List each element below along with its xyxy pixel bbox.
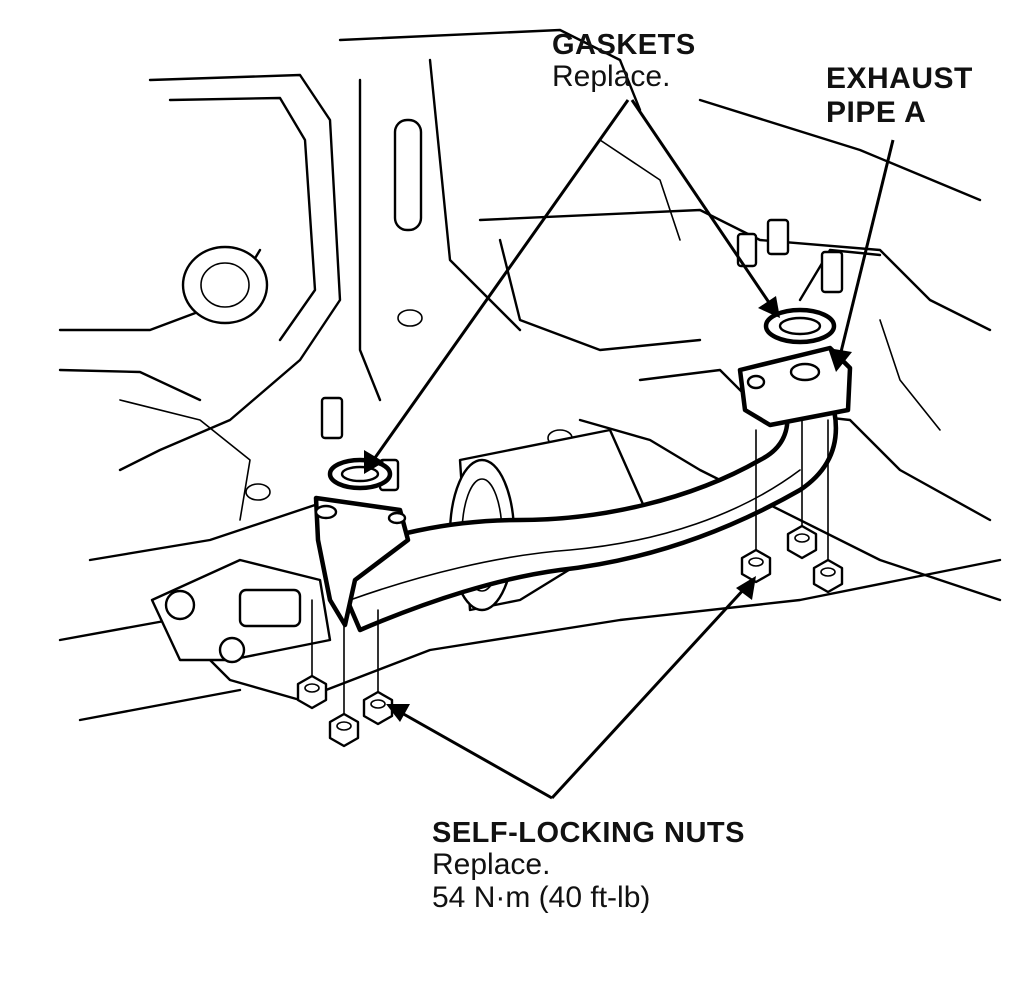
exhaust-pipe-label-line2: PIPE A [826, 95, 927, 129]
gaskets-callout: GASKETS Replace. [552, 29, 696, 94]
exhaust-pipe-a [313, 345, 853, 633]
gasket-right [763, 307, 837, 345]
nut [786, 524, 818, 560]
nut [296, 674, 328, 710]
nut [740, 548, 772, 584]
nuts-label: SELF-LOCKING NUTS [432, 817, 745, 849]
gasket-left [327, 457, 393, 491]
gaskets-note: Replace. [552, 60, 671, 94]
manifold-studs [320, 218, 844, 492]
nuts-torque: 54 N·m (40 ft-lb) [432, 880, 651, 914]
leader-lines [364, 99, 895, 800]
exhaust-pipe-callout: EXHAUST PIPE A [826, 62, 973, 129]
vehicle-underbody [58, 28, 1002, 722]
gaskets-label: GASKETS [552, 29, 696, 61]
exhaust-pipe-label-line1: EXHAUST [826, 62, 973, 95]
nut [328, 712, 360, 748]
nut [812, 558, 844, 594]
nut [362, 690, 394, 726]
rear-flange [150, 558, 332, 664]
self-locking-nuts [296, 419, 844, 748]
self-locking-nuts-callout: SELF-LOCKING NUTS Replace. 54 N·m (40 ft… [432, 817, 745, 914]
nuts-note: Replace. [432, 848, 551, 882]
